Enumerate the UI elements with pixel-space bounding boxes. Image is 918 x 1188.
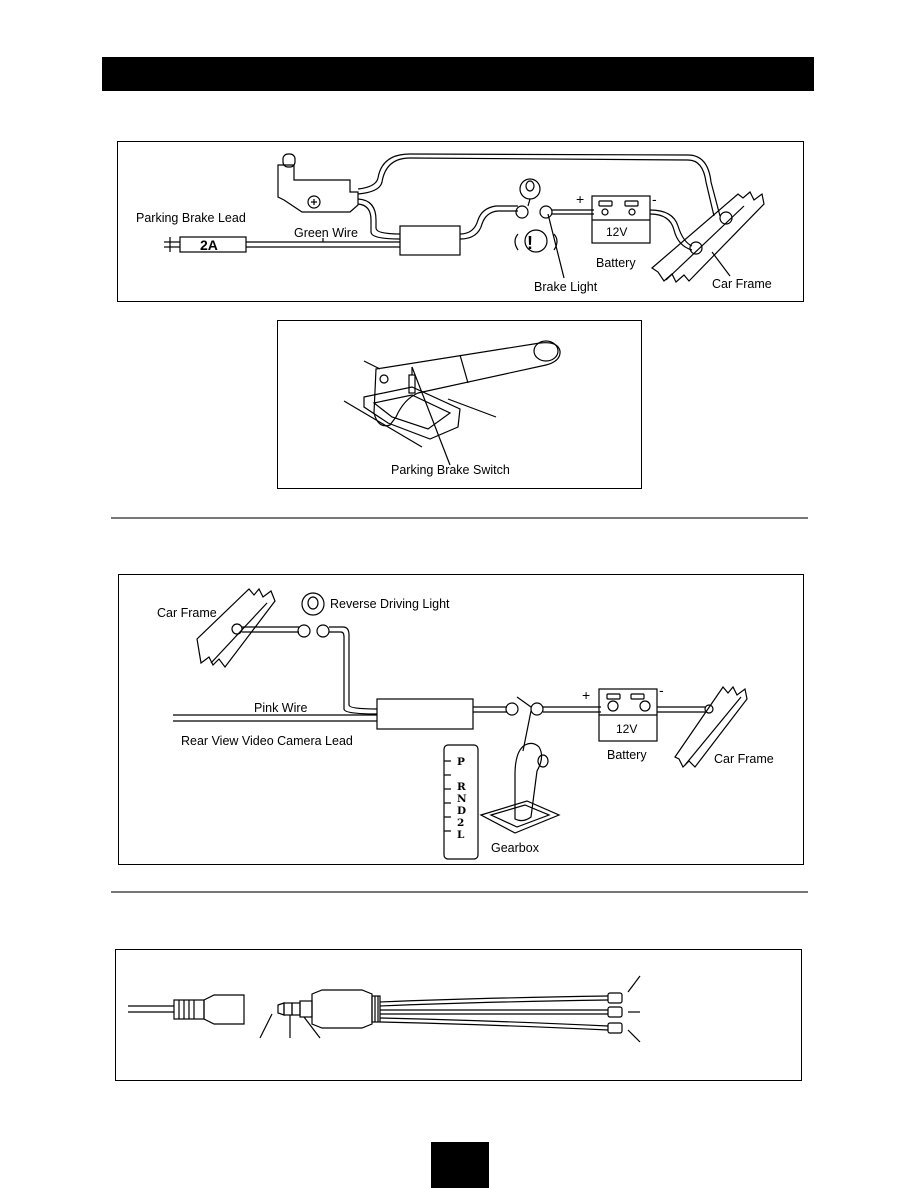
reverse-light-wiring-diagram: Car Frame Reverse Driving Light Pink Wir… — [118, 574, 804, 865]
reverse-light-contact-left — [297, 624, 311, 638]
left-car-frame-label: Car Frame — [157, 606, 217, 620]
gear-indicator-panel — [443, 744, 479, 860]
battery-minus-label: - — [659, 682, 664, 698]
parking-brake-wiring-svg: Parking Brake Lead 2A Green Wire 12V + -… — [136, 153, 772, 294]
left-frame-bolt — [231, 623, 243, 635]
gearbox-base — [479, 800, 561, 834]
right-frame-bolt — [704, 704, 714, 714]
female-jack-socket — [203, 994, 245, 1025]
switch-screw — [307, 195, 321, 209]
plug-body — [311, 989, 373, 1029]
parking-brake-switch-label: Parking Brake Switch — [391, 463, 510, 477]
rear-view-lead-label: Rear View Video Camera Lead — [181, 734, 353, 748]
battery-minus-label: - — [652, 191, 657, 207]
gear-switch-contact-right — [530, 702, 544, 716]
switch-contact-right — [539, 205, 553, 219]
relay-module — [376, 698, 474, 730]
car-frame-bolt-2 — [689, 241, 703, 255]
brake-warning-lamp — [524, 229, 548, 253]
parking-brake-switch-svg: Parking Brake Switch — [343, 340, 561, 477]
plug-tip — [277, 1002, 285, 1016]
gear-d-label: D — [457, 805, 466, 817]
brake-light-label: Brake Light — [534, 280, 598, 294]
relay-module — [399, 225, 461, 256]
reverse-light-wiring-svg: Car Frame Reverse Driving Light Pink Wir… — [157, 587, 774, 860]
pink-wire-label: Pink Wire — [254, 701, 308, 715]
switch-pin — [408, 374, 416, 394]
switch-plunger — [282, 153, 296, 168]
warning-lamp-glyph: ! — [527, 233, 533, 253]
fuse-box — [179, 236, 247, 253]
right-car-frame-shape — [674, 685, 748, 769]
gear-n-label: N — [457, 793, 467, 805]
reverse-driving-light-label: Reverse Driving Light — [330, 597, 450, 611]
green-wire-label: Green Wire — [294, 226, 358, 240]
gear-switch-contact-left — [505, 702, 519, 716]
car-frame-shape — [651, 191, 765, 283]
battery-label: Battery — [607, 748, 647, 762]
brake-base-plate — [363, 386, 461, 440]
lever-grip-end — [533, 340, 559, 362]
wire-end-bottom — [607, 1022, 623, 1034]
parking-brake-wiring-diagram: Parking Brake Lead 2A Green Wire 12V + -… — [117, 141, 804, 302]
battery-plus-label: + — [576, 191, 584, 207]
reverse-light-bulb — [301, 592, 325, 616]
switch-contact-left — [515, 205, 529, 219]
right-car-frame-label: Car Frame — [714, 752, 774, 766]
battery-voltage-label: 12V — [616, 722, 637, 736]
left-car-frame-shape — [196, 587, 276, 668]
battery-plus-label: + — [582, 687, 590, 703]
car-frame-bolt-1 — [719, 211, 733, 225]
parking-brake-lead-label: Parking Brake Lead — [136, 211, 246, 225]
fuse-label: 2A — [200, 237, 218, 253]
brake-light-bulb — [519, 178, 541, 200]
parking-brake-switch-body — [277, 164, 359, 213]
car-frame-label: Car Frame — [712, 277, 772, 291]
wire-end-middle — [607, 1006, 623, 1018]
reverse-light-contact-right — [316, 624, 330, 638]
av-cable-diagram — [115, 949, 802, 1081]
handbrake-lever — [373, 342, 561, 427]
gear-2-label: 2 — [457, 817, 464, 829]
wire-end-top — [607, 992, 623, 1004]
gear-shifter-handle — [514, 742, 543, 822]
section-divider-2 — [111, 891, 808, 893]
gear-l-label: L — [457, 829, 465, 841]
av-cable-svg — [128, 975, 641, 1043]
battery-label: Battery — [596, 256, 636, 270]
parking-brake-switch-diagram: Parking Brake Switch — [277, 320, 642, 489]
gear-r-label: R — [457, 781, 466, 793]
gear-p-label: P — [457, 756, 465, 768]
page-number-box — [431, 1142, 489, 1188]
battery-voltage-label: 12V — [606, 225, 627, 239]
section-header-bar — [102, 57, 814, 91]
gearbox-label: Gearbox — [491, 841, 540, 855]
section-divider-1 — [111, 517, 808, 519]
